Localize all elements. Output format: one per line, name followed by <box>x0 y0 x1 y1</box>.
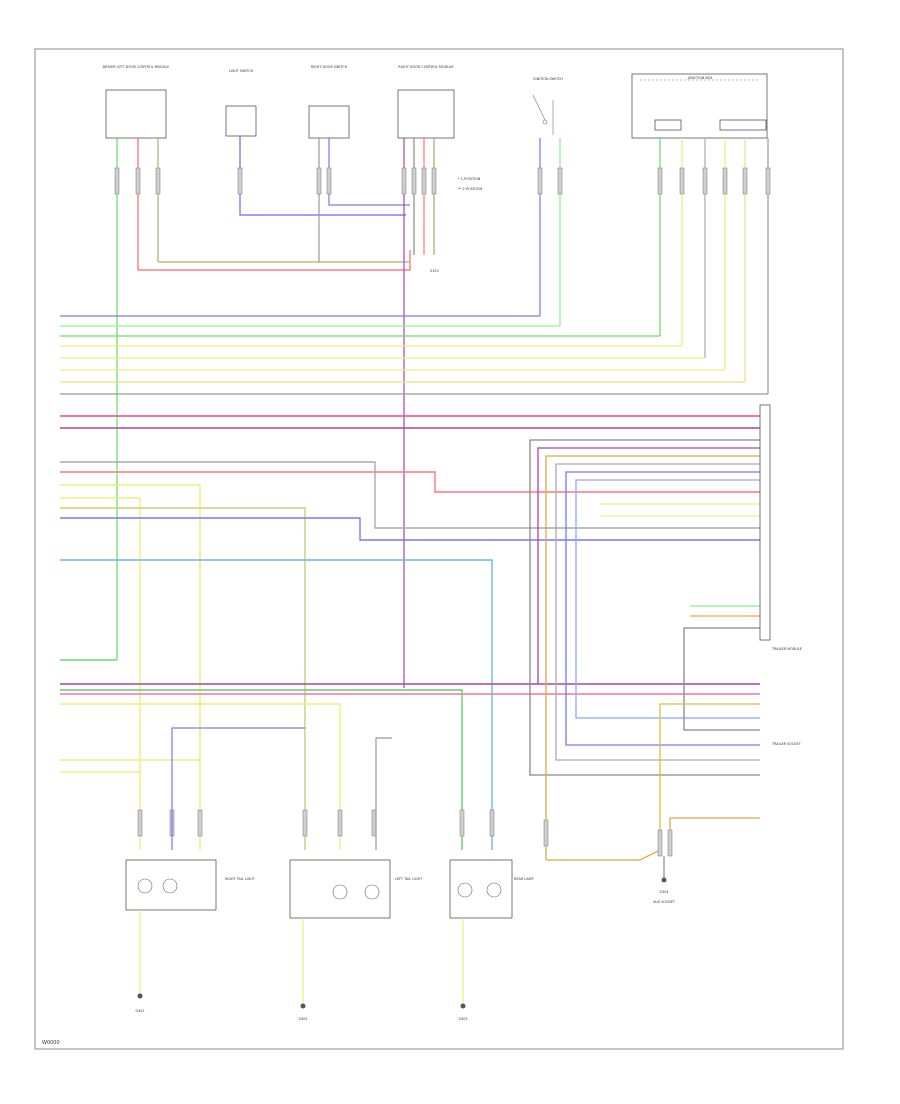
right-door-module-box <box>397 89 455 139</box>
inline-connectors <box>114 167 771 857</box>
ground-3-label: G303 <box>458 1017 467 1021</box>
junction-box-sub-2 <box>719 119 767 131</box>
trailer-module-label: TRAILER MODULE <box>771 647 802 651</box>
bus-wires-top <box>60 315 768 395</box>
rear-lamp-label: REAR LAMP <box>514 877 534 881</box>
ignition-switch-label: IGNITION SWITCH <box>533 77 563 81</box>
rear-lamp-box <box>449 859 513 919</box>
ground-2-label: G302 <box>298 1017 307 1021</box>
ground-1-label: G301 <box>135 1009 144 1013</box>
trailer-bus-wires <box>529 439 760 861</box>
aux-socket-label: AUX SOCKET <box>653 900 676 904</box>
left-taillight-box <box>289 859 391 919</box>
ground-wires <box>139 856 665 1005</box>
legend-note-2: ** 2-POSITION <box>458 187 482 191</box>
ground-4-label: G304 <box>659 890 668 894</box>
right-door-switch-box <box>308 105 350 139</box>
junction-box-sub-1 <box>654 119 682 131</box>
lamp-bulbs <box>137 878 502 900</box>
right-taillight-label: RIGHT TAIL LIGHT <box>225 877 256 881</box>
trailer-socket-label: TRAILER SOCKET <box>771 742 802 746</box>
legend-note-1: * 1-POSITION <box>458 177 481 181</box>
left-taillight-label: LEFT TAIL LIGHT <box>395 877 423 881</box>
trailer-module-pins <box>759 404 771 641</box>
light-switch-box <box>225 105 257 137</box>
light-switch-label: LIGHT SWITCH <box>229 69 254 73</box>
right-door-module-label: RIGHT DOOR CONTROL MODULE <box>398 65 453 69</box>
right-taillight-box <box>125 859 217 911</box>
right-door-switch-label: RIGHT DOOR SWITCH <box>311 65 348 69</box>
splice-label: S120 <box>430 269 439 273</box>
diagram-code: W0000 <box>42 1040 60 1046</box>
bus-wires-middle <box>60 415 760 850</box>
top-wires <box>116 136 769 688</box>
junction-box-label: JUNCTION BOX <box>687 76 713 80</box>
left-door-module-label: DRIVER LEFT DOOR CONTROL MODULE <box>103 65 170 69</box>
ground-dots <box>137 877 667 1009</box>
diagram-frame <box>34 48 844 1050</box>
left-door-module-box <box>105 89 167 139</box>
lower-wires <box>171 727 392 850</box>
ignition-switch-symbol <box>532 94 554 135</box>
